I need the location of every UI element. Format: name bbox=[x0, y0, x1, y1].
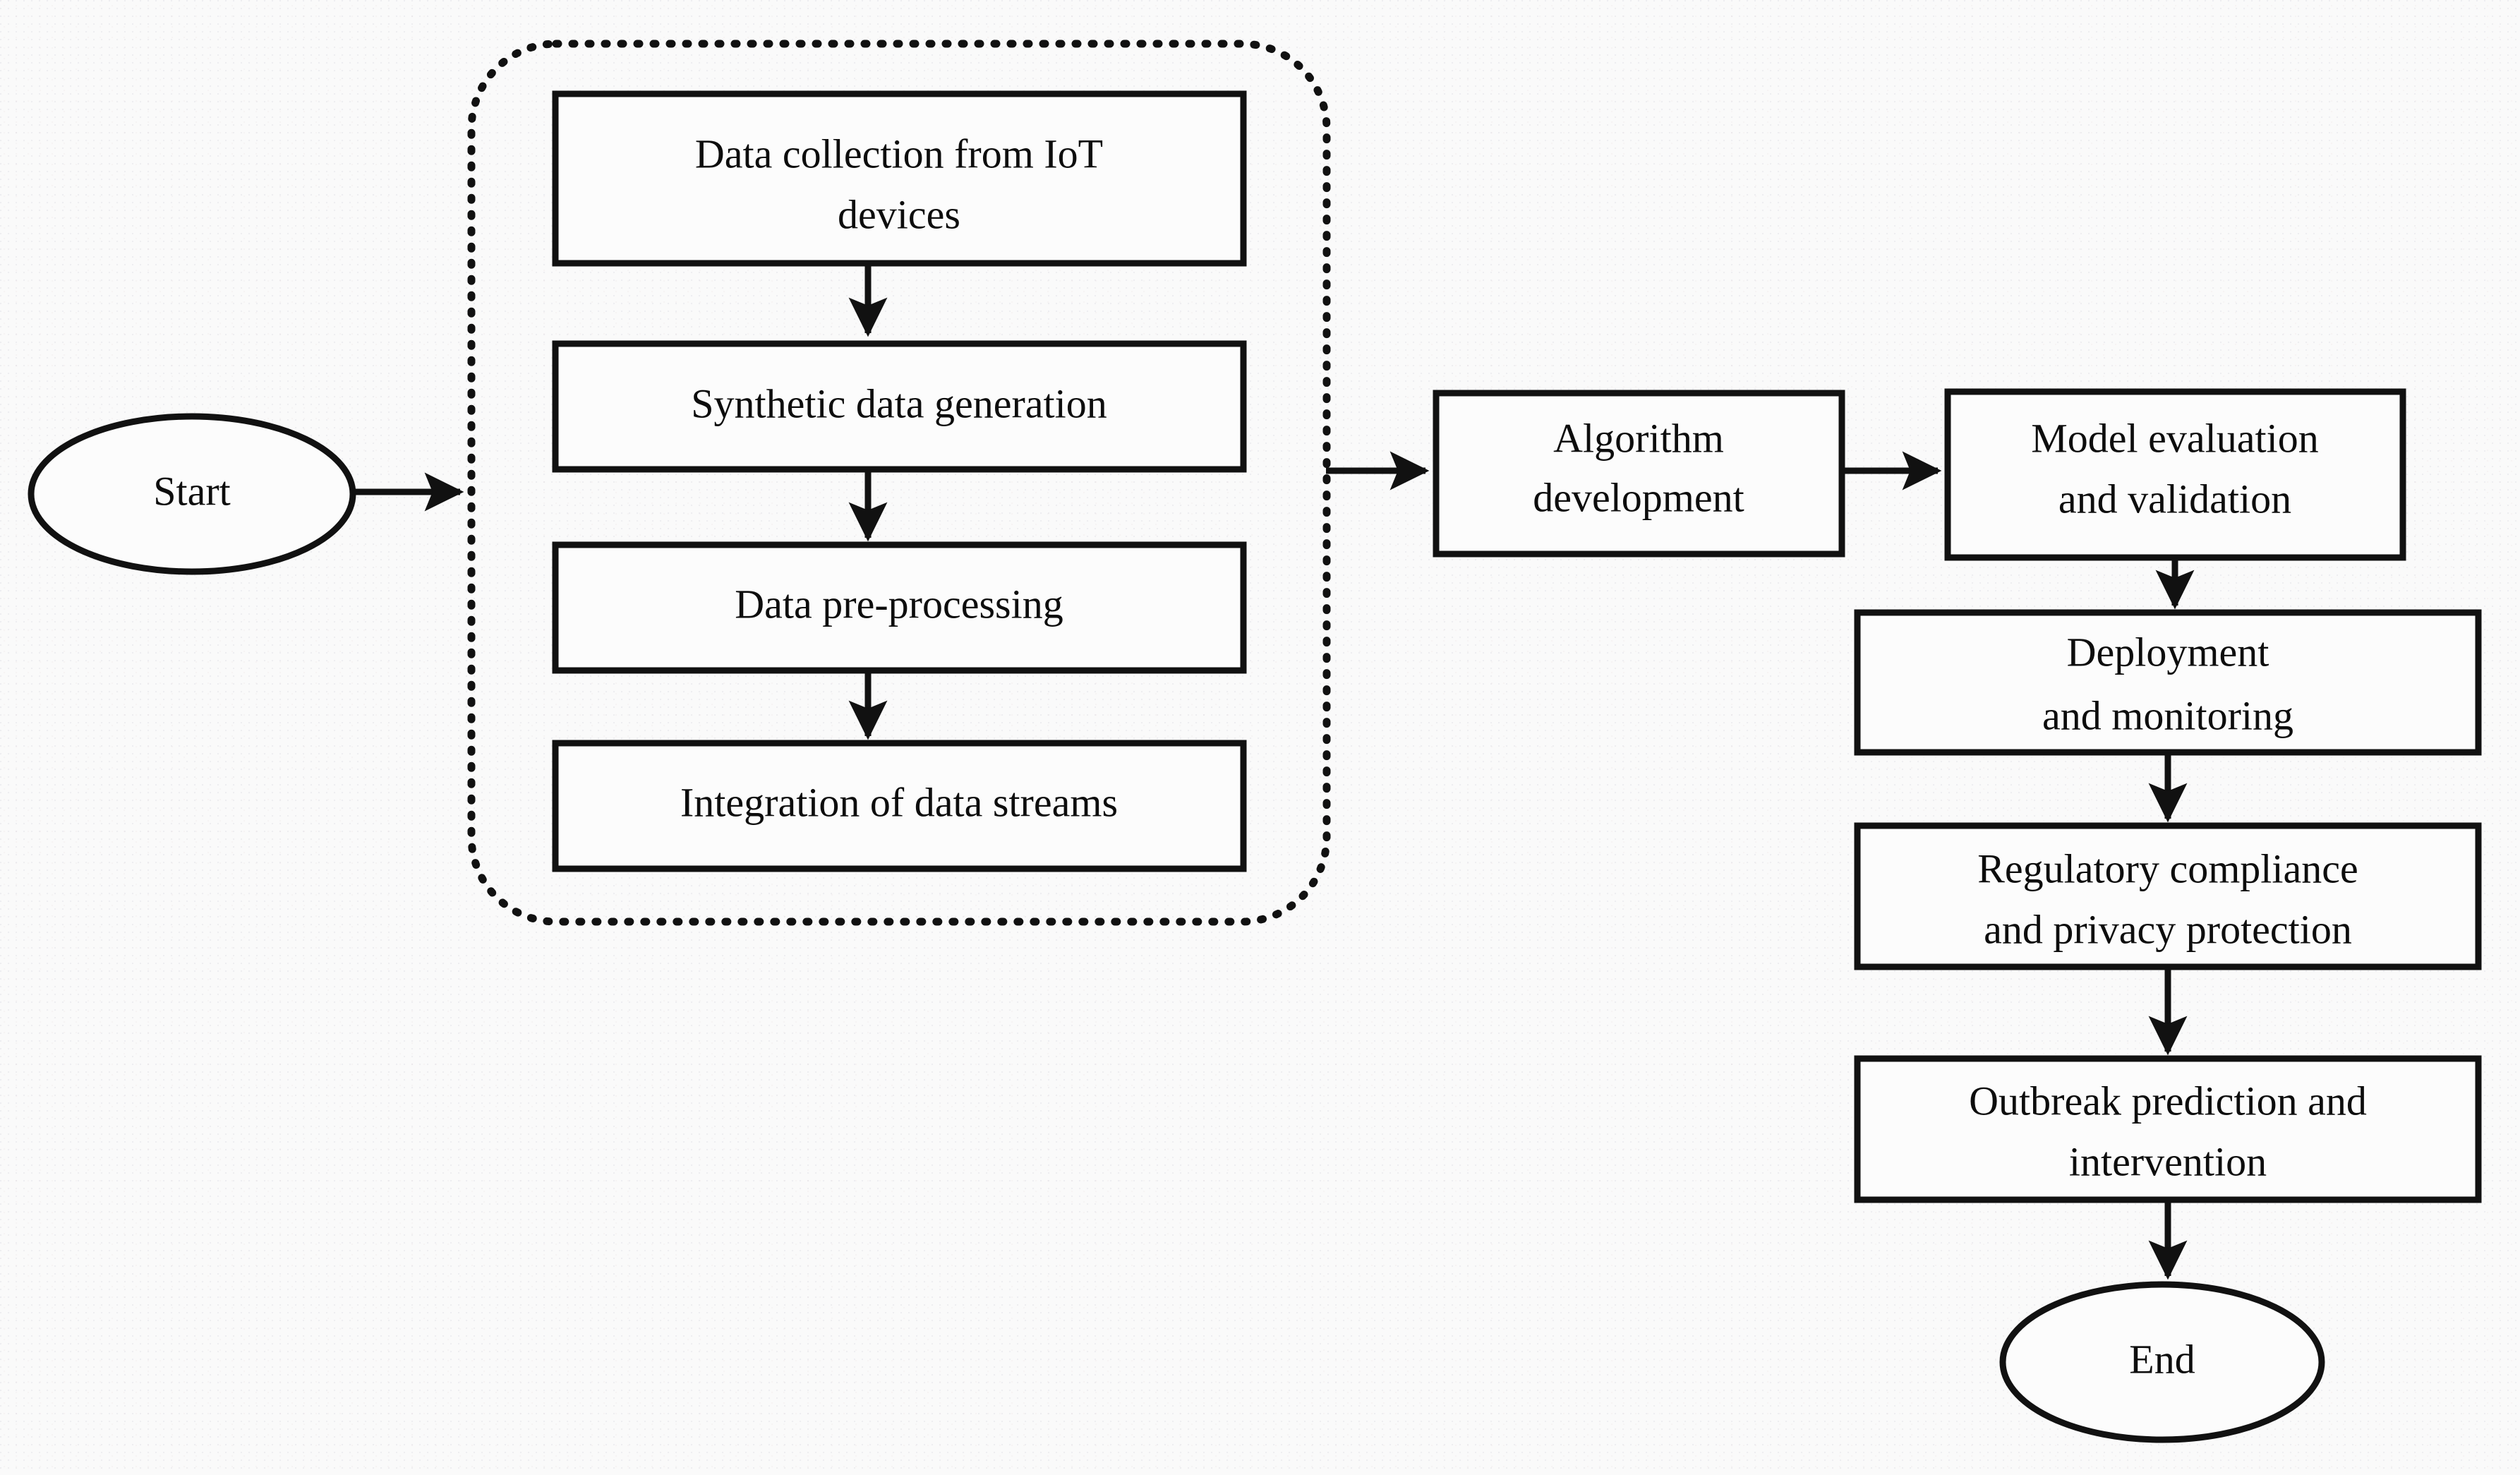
deployment-label-line2: and monitoring bbox=[2042, 692, 2293, 738]
regulatory-label-line2: and privacy protection bbox=[1984, 906, 2352, 952]
outbreak-prediction-label-line2: intervention bbox=[2069, 1138, 2267, 1184]
end-node[interactable] bbox=[1999, 1281, 2325, 1443]
algorithm-development-node[interactable] bbox=[1433, 390, 1845, 558]
deployment-label-line1: Deployment bbox=[2067, 629, 2269, 675]
data-collection-node[interactable] bbox=[552, 90, 1247, 267]
synthetic-data-label: Synthetic data generation bbox=[691, 380, 1107, 426]
integration-node[interactable] bbox=[552, 740, 1247, 872]
integration-label: Integration of data streams bbox=[680, 779, 1118, 825]
algorithm-development-label-line1: Algorithm bbox=[1553, 415, 1724, 461]
synthetic-data-node[interactable] bbox=[552, 340, 1247, 473]
model-evaluation-label-line1: Model evaluation bbox=[2031, 415, 2319, 461]
outbreak-prediction-node[interactable] bbox=[1854, 1055, 2482, 1203]
model-evaluation-node[interactable] bbox=[1944, 388, 2406, 561]
outbreak-prediction-label-line1: Outbreak prediction and bbox=[1969, 1078, 2367, 1124]
end-node-label: End bbox=[2129, 1336, 2195, 1382]
pre-processing-label: Data pre-processing bbox=[735, 581, 1063, 627]
start-node-label: Start bbox=[153, 468, 231, 514]
data-collection-label-line2: devices bbox=[838, 191, 960, 237]
data-pipeline-group-border bbox=[467, 40, 1331, 926]
regulatory-label-line1: Regulatory compliance bbox=[1977, 845, 2358, 891]
algorithm-development-label-line2: development bbox=[1533, 474, 1744, 520]
deployment-node[interactable] bbox=[1854, 609, 2482, 756]
data-collection-label-line1: Data collection from IoT bbox=[695, 131, 1103, 176]
model-evaluation-label-line2: and validation bbox=[2058, 476, 2291, 522]
pre-processing-node[interactable] bbox=[552, 541, 1247, 674]
